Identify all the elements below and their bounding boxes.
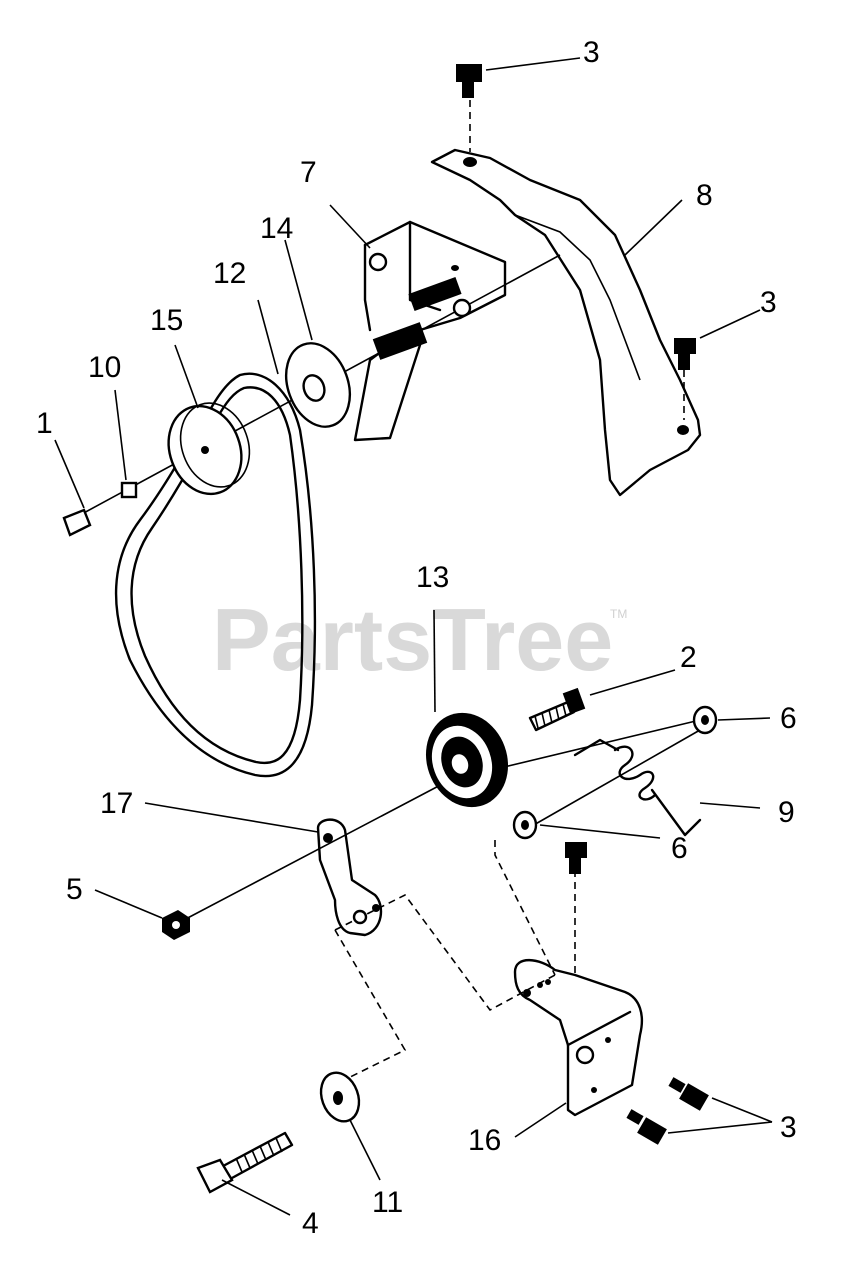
axle-center-line xyxy=(179,779,451,923)
leader-line xyxy=(144,802,319,833)
leader-line xyxy=(349,1119,381,1181)
hex-bolt-part-4[interactable] xyxy=(196,1131,294,1194)
leader-line xyxy=(667,1121,773,1134)
axle-center-line xyxy=(524,729,701,831)
bolt-part-3-lower-a[interactable] xyxy=(668,1077,709,1111)
assembly-line xyxy=(494,840,556,976)
leader-line xyxy=(257,299,279,375)
leader-line xyxy=(699,802,761,809)
bolt-part-3-right[interactable] xyxy=(674,338,696,370)
bolt-part-16-top[interactable] xyxy=(565,842,587,874)
callout-label: 8 xyxy=(696,179,713,212)
bolt-part-3-top[interactable] xyxy=(456,64,482,98)
callout-label: 5 xyxy=(66,873,83,906)
washer-part-6-top[interactable] xyxy=(692,705,718,735)
leader-line xyxy=(717,717,771,721)
leader-line xyxy=(699,309,761,339)
pulley-part-14[interactable] xyxy=(275,334,361,435)
idler-arm-part-17[interactable] xyxy=(316,818,383,937)
watermark-trademark: TM xyxy=(610,607,627,621)
washer-part-11[interactable] xyxy=(315,1067,366,1126)
callout-label: 2 xyxy=(680,641,697,674)
locknut-part-5[interactable] xyxy=(162,910,190,940)
callout-label: 12 xyxy=(213,257,246,290)
leader-line xyxy=(174,344,199,409)
callout-label: 16 xyxy=(468,1124,501,1157)
spring-part-9[interactable] xyxy=(573,738,702,837)
leader-line xyxy=(221,1179,291,1216)
callout-label: 1 xyxy=(36,407,53,440)
callout-label: 4 xyxy=(302,1207,319,1240)
callout-label: 6 xyxy=(671,832,688,865)
leader-line xyxy=(284,239,313,341)
leader-line xyxy=(589,669,676,696)
leader-line xyxy=(54,439,85,509)
callout-label: 3 xyxy=(780,1111,797,1144)
leader-line xyxy=(539,824,661,839)
callout-label: 7 xyxy=(300,156,317,189)
cap-part-1[interactable] xyxy=(62,508,92,537)
callout-label: 3 xyxy=(583,36,600,69)
callout-label: 14 xyxy=(260,212,293,245)
idler-pulley-part-13[interactable] xyxy=(413,701,521,819)
callout-label: 13 xyxy=(416,561,449,594)
callout-label: 17 xyxy=(100,787,133,820)
leader-line xyxy=(711,1097,773,1123)
leader-line xyxy=(433,609,436,713)
watermark-text: PartsTree xyxy=(212,590,613,689)
bolt-part-3-lower-b[interactable] xyxy=(626,1109,667,1145)
callout-label: 9 xyxy=(778,796,795,829)
belt-cover-part-8[interactable] xyxy=(430,148,702,497)
callout-label: 10 xyxy=(88,351,121,384)
pulley-part-15[interactable] xyxy=(157,393,261,504)
leader-line xyxy=(485,57,581,71)
leader-line xyxy=(624,199,683,256)
callout-label: 3 xyxy=(760,286,777,319)
callout-label: 11 xyxy=(372,1186,403,1219)
assembly-line xyxy=(334,929,407,1083)
washer-part-6-mid[interactable] xyxy=(512,810,538,840)
nut-part-10[interactable] xyxy=(120,481,138,499)
leader-line xyxy=(514,1102,567,1138)
leader-line xyxy=(94,889,163,919)
mounting-bracket-part-16[interactable] xyxy=(513,958,644,1117)
callout-label: 6 xyxy=(780,702,797,735)
assembly-line xyxy=(334,893,556,1012)
callout-label: 15 xyxy=(150,304,183,337)
shoulder-bolt-part-2[interactable] xyxy=(528,687,586,732)
bracket-part-7[interactable] xyxy=(353,220,507,442)
leader-line xyxy=(114,389,127,481)
leader-line xyxy=(329,204,371,249)
